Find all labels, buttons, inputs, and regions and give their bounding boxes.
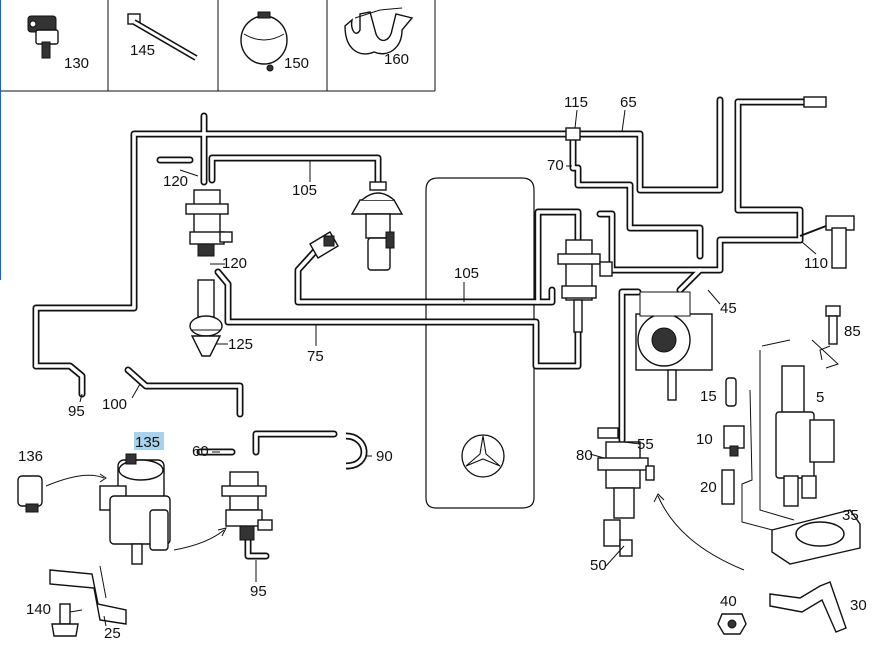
component-connector-136 <box>17 473 107 513</box>
label-75: 75 <box>307 348 324 365</box>
component-filter-left <box>309 231 339 259</box>
sensor-icon <box>27 15 59 59</box>
label-55: 55 <box>637 436 654 453</box>
component-mount-35 <box>771 509 861 565</box>
label-105-upper: 105 <box>292 182 317 199</box>
label-20: 20 <box>700 479 717 496</box>
component-bolt-140 <box>51 603 79 637</box>
cable-tie-icon <box>127 13 198 61</box>
label-15: 15 <box>700 388 717 405</box>
part-label-150: 150 <box>284 55 309 72</box>
part-labels: 115 65 70 120 105 120 125 75 105 45 110 … <box>18 94 867 642</box>
label-60: 60 <box>192 443 209 460</box>
label-90: 90 <box>376 448 393 465</box>
label-95-left: 95 <box>68 403 85 420</box>
component-bracket-25 <box>49 565 127 625</box>
star-emblem-icon <box>461 434 505 478</box>
label-45: 45 <box>720 300 737 317</box>
label-105-lower: 105 <box>454 265 479 282</box>
component-nut-40 <box>717 613 747 635</box>
body-panel <box>425 177 535 509</box>
reservoir-icon <box>240 11 288 72</box>
header-parts-strip: 130 145 150 160 <box>0 0 436 280</box>
label-140: 140 <box>26 601 51 618</box>
label-95-bottom: 95 <box>250 583 267 600</box>
component-check-valve-125 <box>189 279 223 357</box>
component-valve-80-55 <box>597 427 745 571</box>
label-65: 65 <box>620 94 637 111</box>
part-label-130: 130 <box>64 55 89 72</box>
label-25: 25 <box>104 625 121 642</box>
component-solenoid-5 <box>759 339 839 521</box>
component-bracket-30 <box>769 581 847 633</box>
label-40: 40 <box>720 593 737 610</box>
label-50: 50 <box>590 557 607 574</box>
label-135: 135 <box>135 434 160 451</box>
vacuum-lines <box>32 96 827 560</box>
label-110: 110 <box>804 255 828 272</box>
component-sensor-110 <box>799 215 855 269</box>
label-115: 115 <box>564 94 588 111</box>
clip-icon <box>344 7 414 55</box>
label-35: 35 <box>842 507 859 524</box>
label-120-upper: 120 <box>163 173 188 190</box>
label-10: 10 <box>696 431 713 448</box>
leader-lines <box>69 109 817 627</box>
label-136: 136 <box>18 448 43 465</box>
label-5: 5 <box>816 389 824 406</box>
label-80: 80 <box>576 447 593 464</box>
label-125: 125 <box>228 336 253 353</box>
label-70: 70 <box>547 157 564 174</box>
component-valve-135 <box>99 453 171 565</box>
component-small-parts-15-10-20 <box>721 377 781 533</box>
part-label-145: 145 <box>130 42 155 59</box>
component-valve-center <box>557 239 613 333</box>
component-vacuum-pump-45 <box>635 291 713 401</box>
component-bolt-85 <box>819 305 841 361</box>
component-valve-120-upper <box>185 189 233 257</box>
component-valve-60 <box>173 471 273 551</box>
component-hose-90 <box>345 432 368 470</box>
part-label-160: 160 <box>384 51 409 68</box>
label-30: 30 <box>850 597 867 614</box>
highlight-135 <box>134 432 164 450</box>
component-actuator-105 <box>350 181 404 271</box>
label-100: 100 <box>102 396 127 413</box>
label-85: 85 <box>844 323 861 340</box>
label-120-lower: 120 <box>222 255 247 272</box>
